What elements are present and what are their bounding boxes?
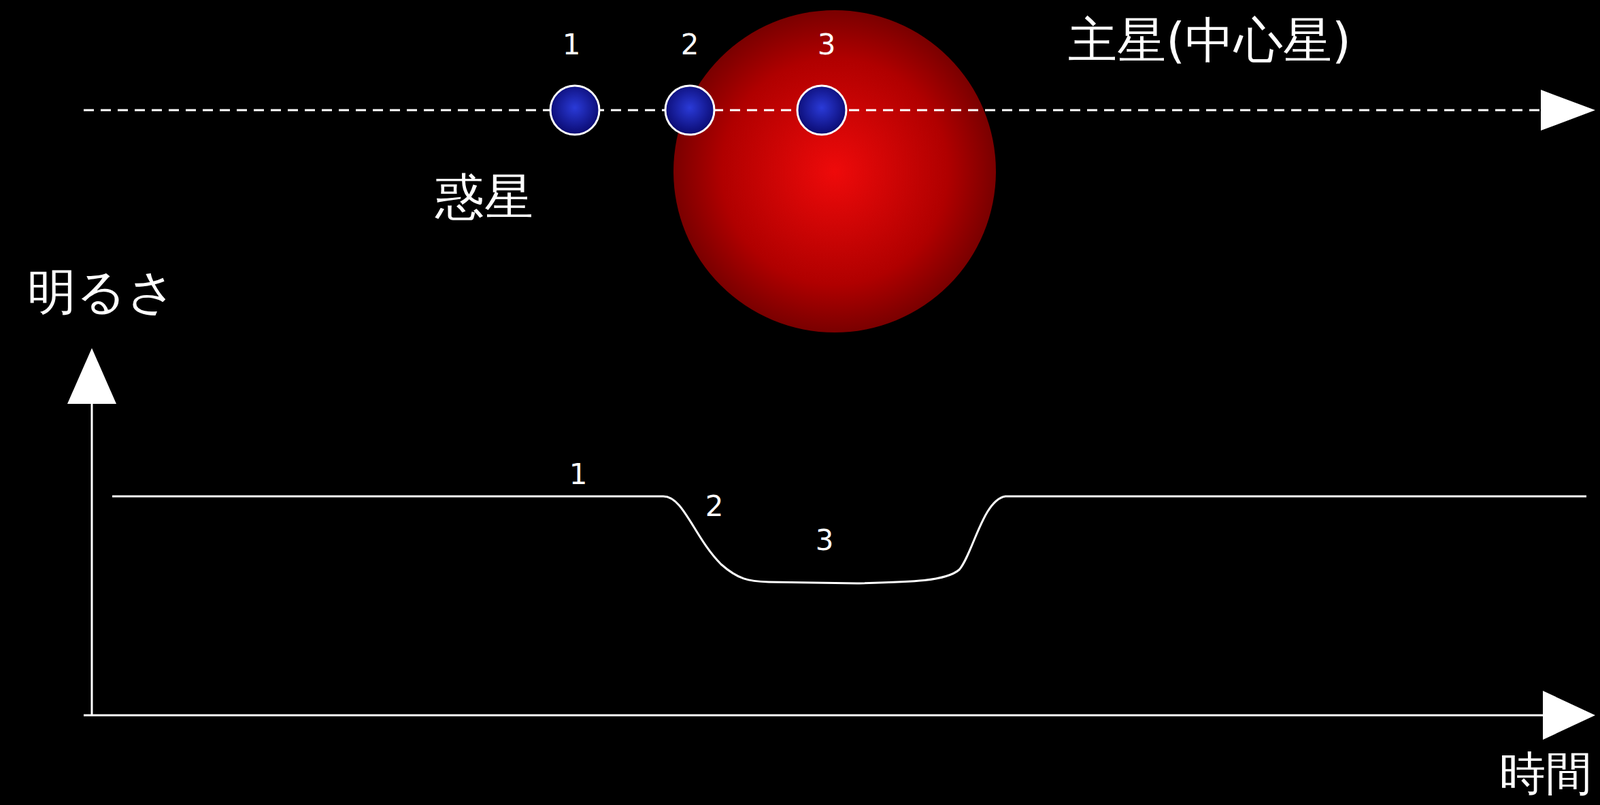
planet [550,85,600,135]
orbit-arrowhead [1540,89,1596,131]
callout-number: 1 [562,29,581,61]
planet-label: 惑星 [435,170,534,224]
callout-number: 3 [815,525,835,557]
axis-label: 時間 [1499,748,1592,800]
light-curve [112,496,1587,584]
axis-label: 明るさ [27,265,177,320]
planet [665,85,715,135]
planet [797,85,847,135]
callout-number: 2 [680,29,700,61]
callout-number: 1 [569,459,588,491]
callout-number: 3 [817,29,837,61]
star-label: 主星(中心星) [1068,13,1352,68]
callout-number: 2 [705,491,724,523]
host-star [673,10,996,333]
axis-arrowhead [1542,691,1596,741]
time-axis [83,714,1545,718]
brightness-axis [91,401,94,716]
axis-arrowhead [67,348,117,405]
